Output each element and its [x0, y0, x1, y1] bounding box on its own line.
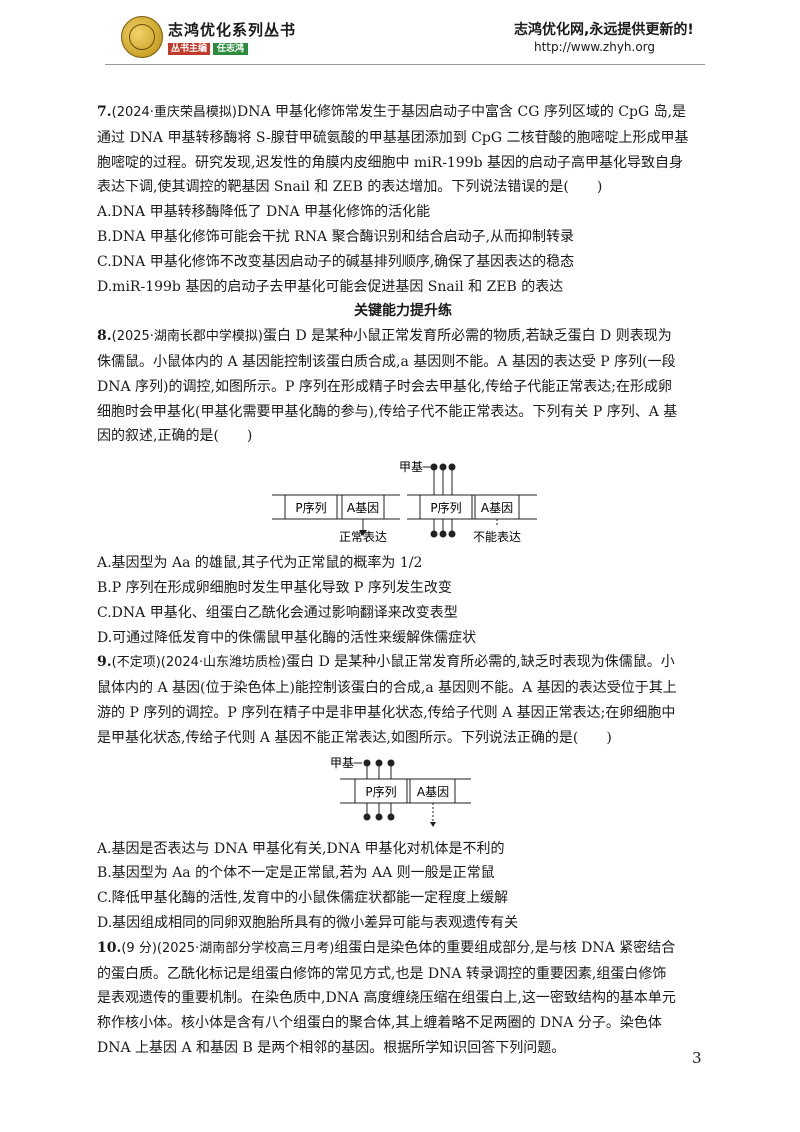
methylated-dna: P序列 A基因 甲基 不能表达	[399, 460, 537, 544]
arrow-icon	[430, 821, 436, 827]
header-slogan: 志鸿优化网,永远提供更新的!	[514, 22, 694, 38]
question-number: 9.	[97, 654, 112, 671]
stem-line: 胞嘧啶的过程。研究发现,迟发性的角膜内皮细胞中 miR-199b 基因的启动子高…	[97, 154, 684, 171]
methyl-group-icon	[363, 759, 395, 821]
page-number: 3	[692, 1049, 702, 1067]
stem-line: DNA 甲基化修饰常发生于基因启动子中富含 CG 序列区域的 CpG 岛,是	[237, 104, 687, 120]
option-a: A.DNA 甲基转移酶降低了 DNA 甲基化修饰的活化能	[97, 204, 431, 221]
question-number: 8.	[97, 328, 112, 345]
methyl-label: 甲基	[330, 756, 354, 770]
option-b: B.DNA 甲基化修饰可能会干扰 RNA 聚合酶识别和结合启动子,从而抑制转录	[97, 228, 575, 245]
p-sequence-label: P序列	[365, 784, 396, 799]
question-7-stem: 7.(2024·重庆荣昌模拟)DNA 甲基化修饰常发生于基因启动子中富含 CG …	[97, 100, 709, 200]
option-a: A.基因型为 Aa 的雄鼠,其子代为正常鼠的概率为 1/2	[97, 555, 423, 572]
stem-line: DNA 上基因 A 和基因 B 是两个相邻的基因。根据所学知识回答下列问题。	[97, 1039, 566, 1056]
question-number: 10.	[97, 939, 122, 956]
option-c: C.降低甲基化酶的活性,发育中的小鼠侏儒症状都能一定程度上缓解	[97, 890, 509, 907]
stem-line: 表达下调,使其调控的靶基因 Snail 和 ZEB 的表达增加。下列说法错误的是…	[97, 179, 603, 196]
stem-line: 是表观遗传的重要机制。在染色质中,DNA 高度缠绕压缩在组蛋白上,这一密致结构的…	[97, 990, 676, 1007]
editor-tag: 丛书主编任志鸿	[168, 41, 249, 55]
page-content: 7.(2024·重庆荣昌模拟)DNA 甲基化修饰常发生于基因启动子中富含 CG …	[97, 100, 709, 1061]
stem-line: 称作核小体。核小体是含有八个组蛋白的聚合体,其上缠着略不足两圈的 DNA 分子。…	[97, 1015, 662, 1032]
methyl-group-icon	[430, 463, 456, 538]
q9-diagram: P序列 A基因 甲基	[330, 756, 471, 827]
question-number: 7.	[97, 104, 112, 120]
stem-line: 组蛋白是染色体的重要组成部分,是与核 DNA 紧密结合	[334, 939, 676, 956]
page-header: 志鸿优化系列丛书 丛书主编任志鸿 志鸿优化网,永远提供更新的! http://w…	[0, 0, 800, 70]
p-sequence-label: P序列	[295, 500, 326, 515]
question-source: (不定项)(2024·山东潍坊质检)	[111, 655, 287, 671]
question-source: (9 分)(2025·湖南部分学校高三月考)	[121, 940, 335, 956]
series-title: 志鸿优化系列丛书	[168, 21, 297, 39]
editor-name: 任志鸿	[213, 43, 249, 55]
q9-figure: P序列 A基因 甲基	[97, 755, 709, 831]
question-9-stem: 9.(不定项)(2024·山东潍坊质检)蛋白 D 是某种小鼠正常发育所必需的,缺…	[97, 650, 709, 750]
arrow-icon	[359, 530, 367, 537]
no-expression-label: 不能表达	[473, 530, 521, 544]
header-url[interactable]: http://www.zhyh.org	[534, 40, 656, 54]
section-title: 关键能力提升练	[354, 303, 452, 320]
question-8-stem: 8.(2025·湖南长郡中学模拟)蛋白 D 是某种小鼠正常发育所必需的物质,若缺…	[97, 324, 709, 449]
question-source: (2024·重庆荣昌模拟)	[111, 105, 237, 120]
option-d: D.可通过降低发育中的侏儒鼠甲基化酶的活性来缓解侏儒症状	[97, 629, 477, 646]
question-source: (2025·湖南长郡中学模拟)	[111, 329, 263, 345]
option-a: A.基因是否表达与 DNA 甲基化有关,DNA 甲基化对机体是不利的	[97, 840, 505, 857]
stem-line: 是甲基化状态,传给子代则 A 基因不能正常表达,如图所示。下列说法正确的是( )	[97, 729, 612, 746]
stem-line: 通过 DNA 甲基转移酶将 S-腺苷甲硫氨酸的甲基基团添加到 CpG 二核苷酸的…	[97, 129, 689, 146]
book-series-logo-icon	[121, 16, 163, 58]
p-sequence-label: P序列	[430, 500, 461, 515]
a-gene-label: A基因	[481, 501, 513, 515]
normal-expression-label: 正常表达	[339, 530, 387, 544]
a-gene-label: A基因	[417, 785, 449, 799]
option-b: B.P 序列在形成卵细胞时发生甲基化导致 P 序列发生改变	[97, 579, 452, 596]
stem-line: 鼠体内的 A 基因(位于染色体上)能控制该蛋白的合成,a 基因则不能。A 基因的…	[97, 680, 677, 697]
option-d: D.基因组成相同的同卵双胞胎所具有的微小差异可能与表观遗传有关	[97, 914, 519, 931]
question-10-stem: 10.(9 分)(2025·湖南部分学校高三月考)组蛋白是染色体的重要组成部分,…	[97, 936, 709, 1061]
unmethylated-dna: P序列 A基因 正常表达	[272, 494, 400, 544]
q8-diagram: P序列 A基因 正常表达 P序列 A基因 甲基	[272, 460, 537, 544]
header-divider	[105, 64, 705, 65]
a-gene-label: A基因	[347, 501, 379, 515]
stem-line: 侏儒鼠。小鼠体内的 A 基因能控制该蛋白质合成,a 基因则不能。A 基因的表达受…	[97, 353, 676, 370]
stem-line: 细胞时会甲基化(甲基化需要甲基化酶的参与),传给子代不能正常表达。下列有关 P …	[97, 403, 678, 420]
option-c: C.DNA 甲基化修饰不改变基因启动子的碱基排列顺序,确保了基因表达的稳态	[97, 253, 575, 270]
stem-line: 游的 P 序列的调控。P 序列在精子中是非甲基化状态,传给子代则 A 基因正常表…	[97, 704, 676, 721]
q8-figure: P序列 A基因 正常表达 P序列 A基因 甲基	[97, 453, 709, 545]
stem-line: 蛋白 D 是某种小鼠正常发育所必需的,缺乏时表现为侏儒鼠。小	[286, 654, 675, 671]
stem-line: 的蛋白质。乙酰化标记是组蛋白修饰的常见方式,也是 DNA 转录调控的重要因素,组…	[97, 965, 667, 982]
stem-line: 因的叙述,正确的是( )	[97, 428, 253, 445]
option-c: C.DNA 甲基化、组蛋白乙酰化会通过影响翻译来改变表型	[97, 604, 458, 621]
methyl-label: 甲基	[399, 460, 423, 474]
stem-line: 蛋白 D 是某种小鼠正常发育所必需的物质,若缺乏蛋白 D 则表现为	[263, 328, 672, 345]
stem-line: DNA 序列)的调控,如图所示。P 序列在形成精子时会去甲基化,传给子代能正常表…	[97, 378, 672, 395]
editor-label: 丛书主编	[168, 43, 211, 55]
option-d: D.miR-199b 基因的启动子去甲基化可能会促进基因 Snail 和 ZEB…	[97, 278, 564, 295]
option-b: B.基因型为 Aa 的个体不一定是正常鼠,若为 AA 则一般是正常鼠	[97, 865, 495, 882]
